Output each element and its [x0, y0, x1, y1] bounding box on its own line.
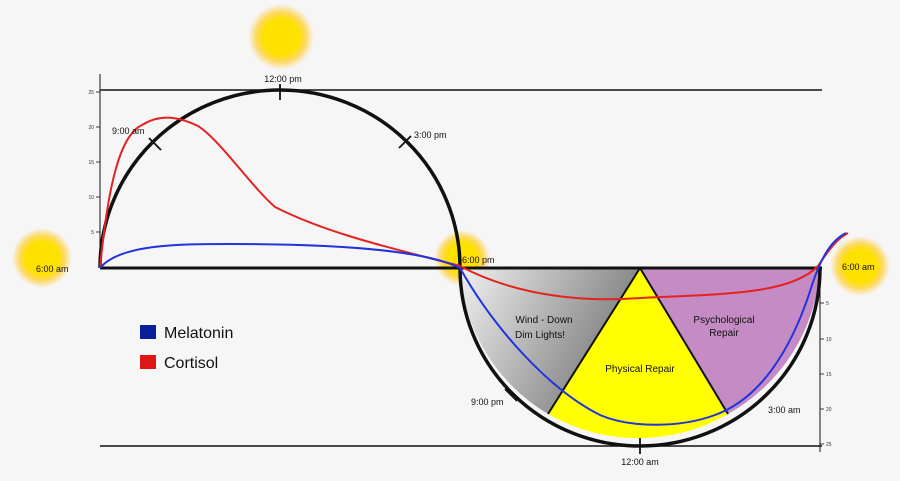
legend-label-melatonin: Melatonin	[164, 325, 233, 342]
left-tick-label: 5	[91, 230, 94, 236]
day-arc	[98, 88, 462, 269]
psychological-repair-label: Psychological	[693, 315, 754, 326]
time-label-6am-left: 6:00 am	[36, 264, 69, 274]
hour-tick-9am	[148, 137, 162, 151]
right-axis-ticks: 5 10 15 20 25	[820, 301, 832, 448]
hour-tick-9pm	[504, 388, 518, 402]
left-tick-label: 10	[88, 195, 94, 201]
physical-repair-region	[548, 268, 728, 439]
sun-icon-left	[12, 228, 72, 288]
sun-icon-noon	[248, 4, 314, 70]
legend-label-cortisol: Cortisol	[164, 355, 218, 372]
cortisol-curve	[99, 116, 849, 301]
legend-swatch-cortisol	[140, 355, 156, 369]
region-divider	[547, 267, 641, 415]
wind-down-region	[460, 268, 640, 414]
right-tick-label: 15	[826, 372, 832, 378]
time-label-6am-right: 6:00 am	[842, 262, 875, 272]
right-tick-label: 20	[826, 407, 832, 413]
sun-icon-right	[830, 236, 890, 296]
melatonin-curve	[99, 232, 847, 426]
wind-down-label: Wind - Down	[515, 315, 572, 326]
time-label-6pm: 6:00 pm	[462, 255, 495, 265]
psychological-repair-region	[640, 268, 820, 414]
time-label-noon: 12:00 pm	[264, 74, 302, 84]
left-tick-label: 15	[88, 160, 94, 166]
time-label-3am: 3:00 am	[768, 405, 801, 415]
time-label-midnight: 12:00 am	[621, 457, 659, 467]
time-label-9pm: 9:00 pm	[471, 397, 504, 407]
right-tick-label: 10	[826, 337, 832, 343]
right-tick-label: 5	[826, 301, 829, 307]
wind-down-label: Dim Lights!	[515, 330, 565, 341]
physical-repair-label: Physical Repair	[605, 364, 675, 375]
region-divider	[639, 267, 729, 415]
legend-swatch-melatonin	[140, 325, 156, 339]
hour-tick-3pm	[398, 135, 412, 149]
left-tick-label: 20	[88, 125, 94, 131]
time-label-9am: 9:00 am	[112, 126, 145, 136]
left-axis-ticks: 25 20 15 10 5	[88, 90, 100, 236]
psychological-repair-label: Repair	[709, 328, 739, 339]
hour-tick-3am	[759, 387, 773, 401]
left-tick-label: 25	[88, 90, 94, 96]
time-label-3pm: 3:00 pm	[414, 130, 447, 140]
legend: Melatonin Cortisol	[140, 325, 233, 372]
right-tick-label: 25	[826, 442, 832, 448]
